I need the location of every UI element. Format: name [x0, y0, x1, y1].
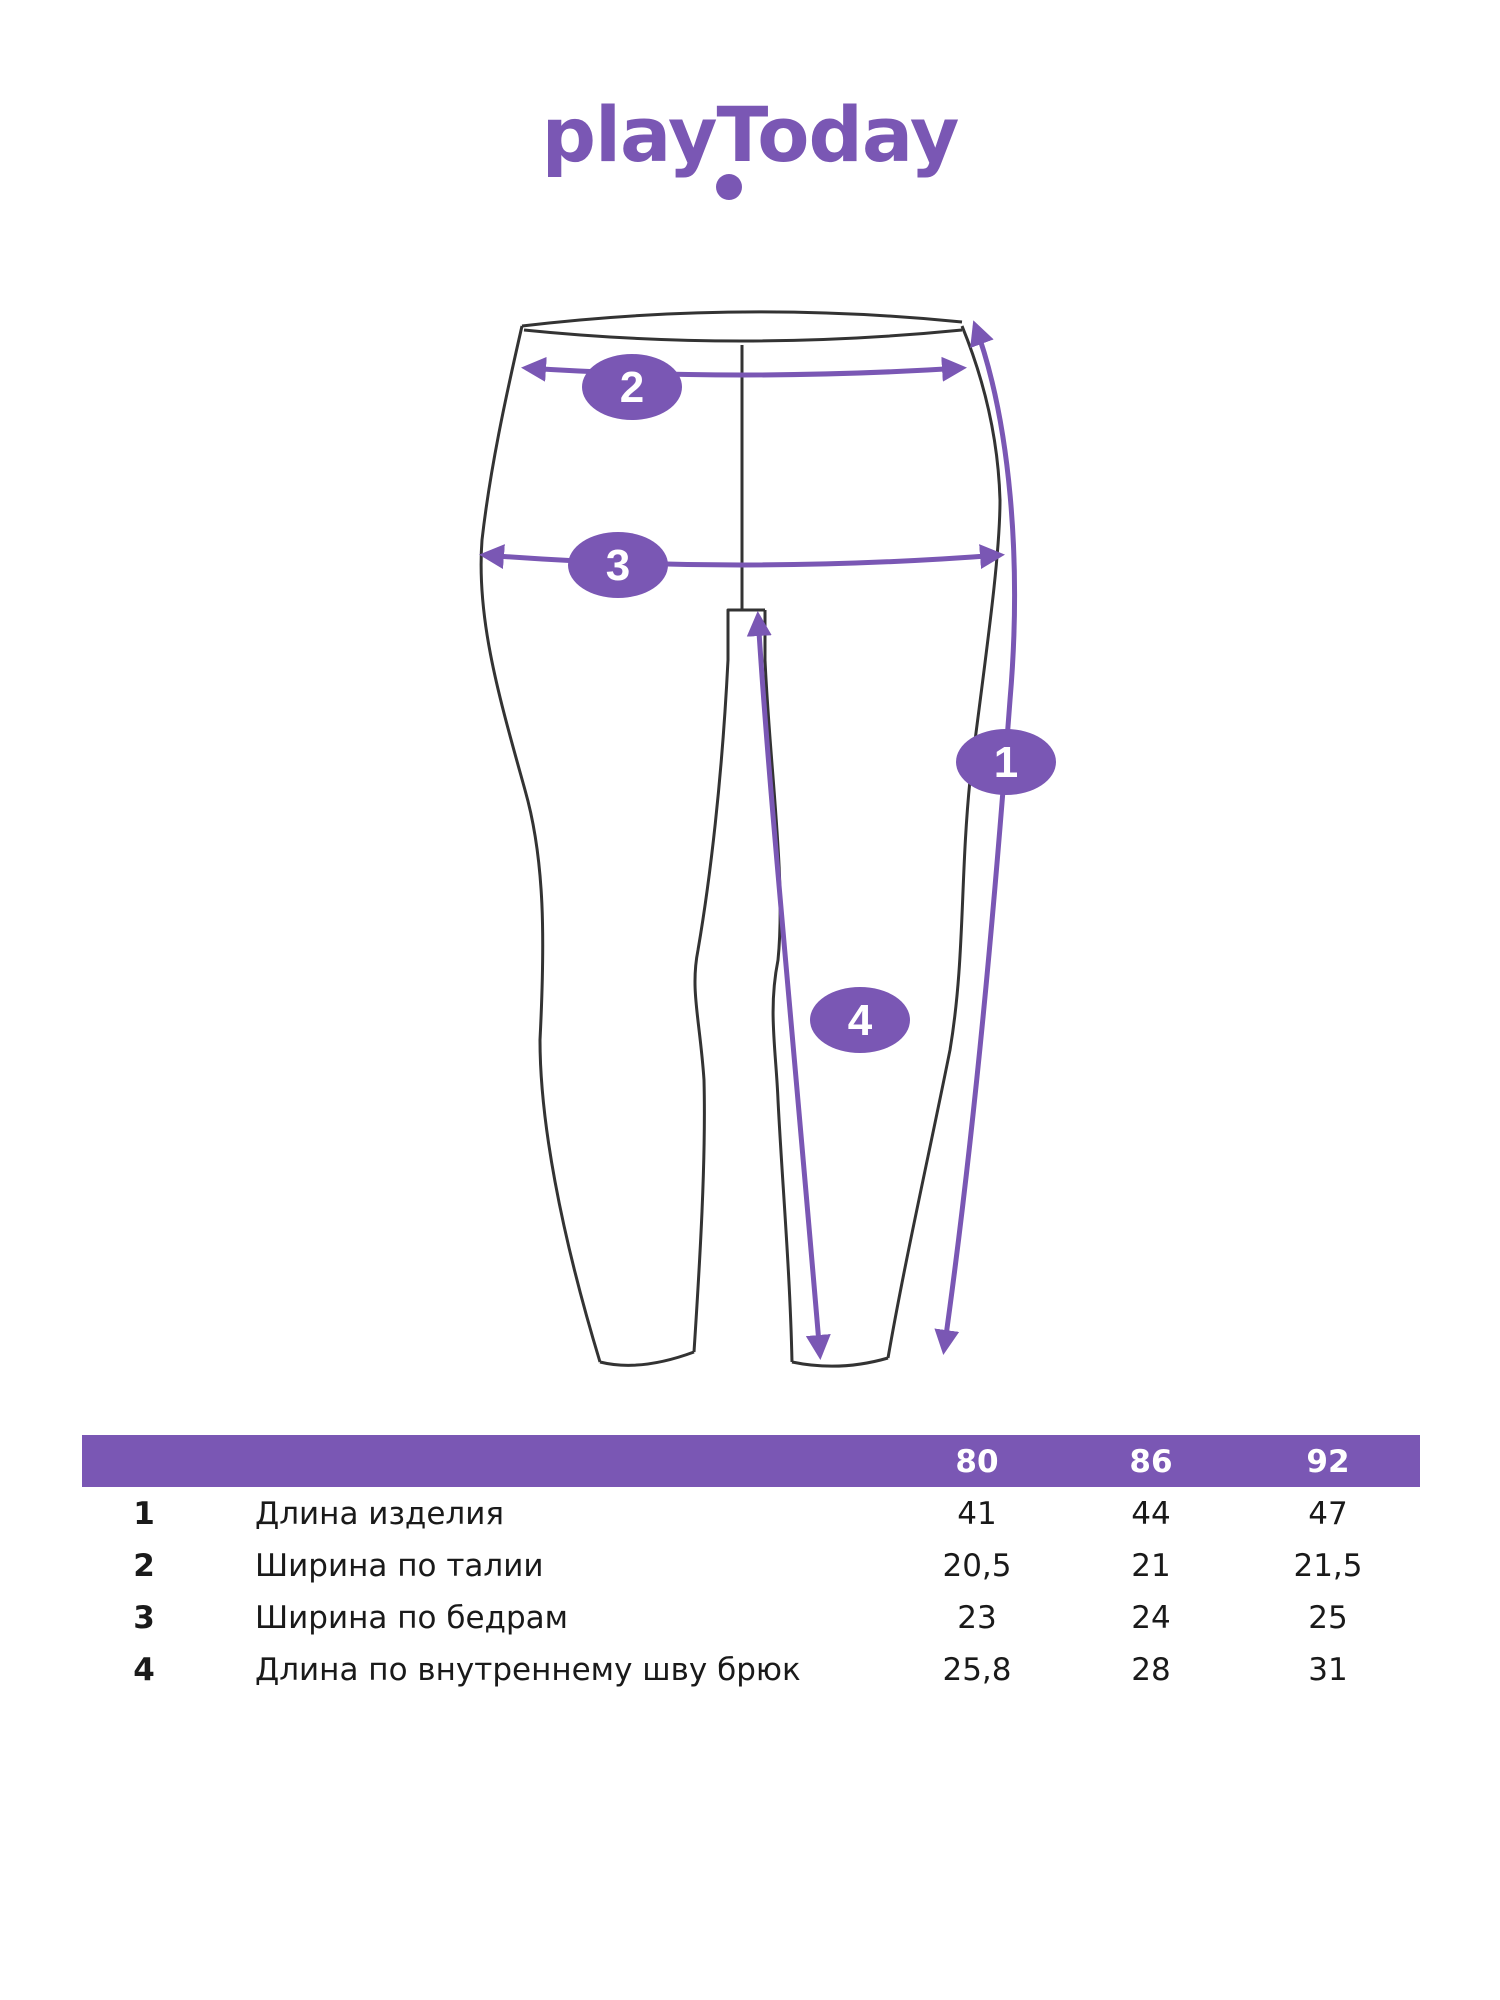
brand-logo-text: playToday [541, 90, 960, 179]
measure-length: 1 [934, 320, 1056, 1355]
brand-logo: playToday [0, 80, 1500, 220]
row-value: 25 [1308, 1600, 1348, 1636]
row-number: 1 [133, 1496, 155, 1532]
waistband-top [521, 310, 963, 328]
row-value: 24 [1131, 1600, 1171, 1636]
size-table: 80 86 92 1 Длина изделия 41 44 47 2 Шири… [82, 1435, 1420, 1695]
row-number: 2 [133, 1548, 155, 1584]
table-row: 1 Длина изделия 41 44 47 [82, 1487, 1420, 1539]
row-value: 41 [957, 1496, 997, 1532]
row-value: 20,5 [942, 1548, 1012, 1584]
measure-waist: 2 [521, 354, 967, 420]
waistband-bottom [523, 328, 963, 343]
row-value: 21,5 [1293, 1548, 1363, 1584]
left-inner-seam [692, 608, 765, 1353]
row-value: 47 [1308, 1496, 1348, 1532]
table-row: 3 Ширина по бедрам 23 24 25 [82, 1591, 1420, 1643]
marker-1-label: 1 [994, 738, 1018, 787]
row-value: 31 [1308, 1652, 1348, 1688]
size-header-80: 80 [955, 1444, 999, 1480]
left-outer-seam [479, 325, 602, 1363]
marker-2-label: 2 [620, 363, 644, 412]
pants-measurement-diagram: 2 3 1 4 [479, 310, 1056, 1368]
row-value: 21 [1131, 1548, 1171, 1584]
measure-hips: 3 [479, 532, 1005, 598]
measure-inseam: 4 [746, 611, 910, 1360]
table-row: 4 Длина по внутреннему шву брюк 25,8 28 … [82, 1643, 1420, 1695]
marker-3-label: 3 [606, 541, 630, 590]
row-number: 4 [133, 1652, 155, 1688]
size-table-header: 80 86 92 [82, 1435, 1420, 1487]
right-outer-seam [886, 325, 1002, 1359]
row-label: Ширина по бедрам [255, 1600, 569, 1636]
size-header-86: 86 [1129, 1444, 1173, 1480]
row-value: 28 [1131, 1652, 1171, 1688]
brand-logo-dot [716, 174, 742, 200]
row-label: Ширина по талии [255, 1548, 544, 1584]
row-value: 23 [957, 1600, 997, 1636]
row-label: Длина по внутреннему шву брюк [255, 1652, 801, 1688]
row-label: Длина изделия [255, 1496, 505, 1532]
row-number: 3 [133, 1600, 155, 1636]
right-hem [791, 1356, 889, 1368]
pants-outline [479, 310, 1002, 1368]
marker-4-label: 4 [848, 996, 873, 1045]
row-value: 44 [1131, 1496, 1171, 1532]
left-hem [599, 1350, 695, 1367]
table-row: 2 Ширина по талии 20,5 21 21,5 [82, 1539, 1420, 1591]
size-header-92: 92 [1306, 1444, 1350, 1480]
row-value: 25,8 [942, 1652, 1012, 1688]
